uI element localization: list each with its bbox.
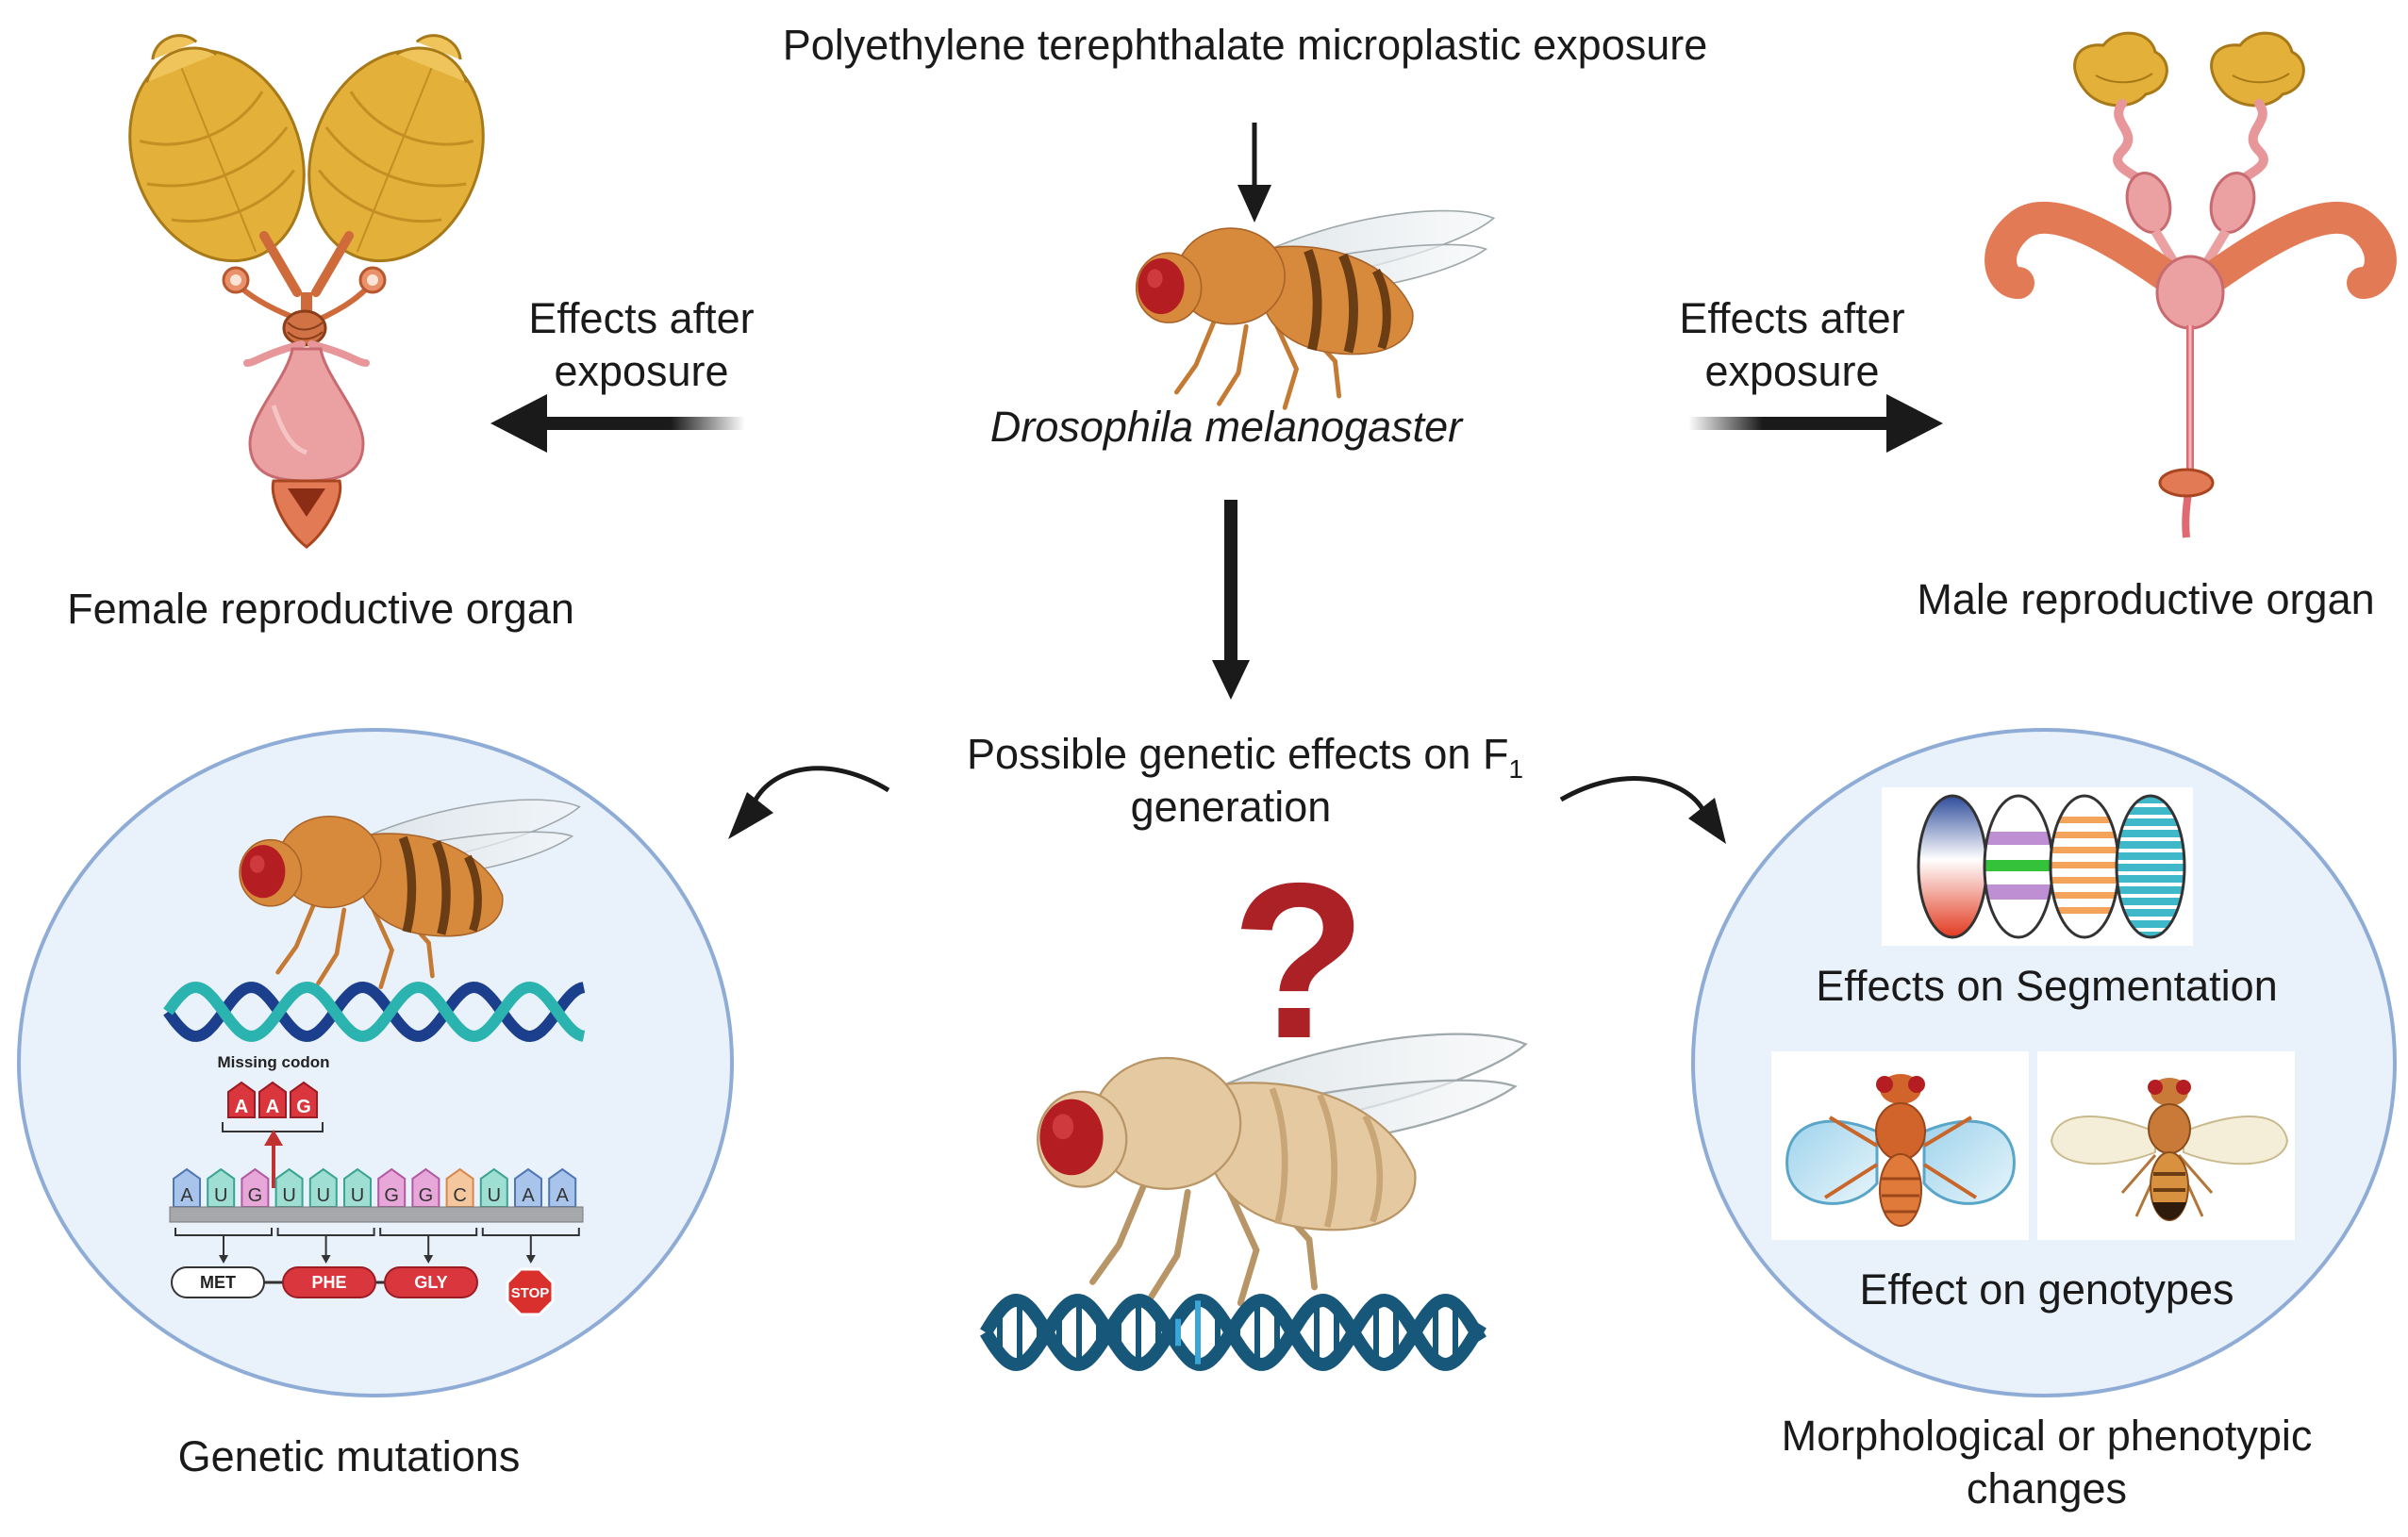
nucleotide-letter: A <box>556 1185 570 1206</box>
wildtype-fly-image <box>2050 1078 2289 1221</box>
dna-helix-mutated <box>980 1293 1486 1372</box>
segmentation-label: Effects on Segmentation <box>1816 962 2278 1010</box>
nucleotide-letter: U <box>488 1185 501 1206</box>
nucleotide-letter: A <box>522 1185 535 1206</box>
question-mark: ? <box>1231 836 1367 1084</box>
arrow-curved-left <box>728 766 890 839</box>
species-name: Drosophila melanogaster <box>989 403 1463 451</box>
female-reproductive-organ-illustration <box>128 34 485 549</box>
stop-label: STOP <box>511 1285 550 1301</box>
amino-acid-pill <box>282 1266 376 1298</box>
segment-stripe <box>2117 860 2184 864</box>
pair-rule-stripe <box>2051 817 2118 823</box>
pair-rule-stripe <box>2051 892 2118 899</box>
segment-stripe <box>2117 905 2184 909</box>
inserted-nucleotide-letter: A <box>235 1097 248 1117</box>
segment-stripe <box>2117 815 2184 818</box>
segment-stripe <box>2117 837 2184 841</box>
protein-chain: MET PHE GLY STOP <box>171 1266 555 1316</box>
nucleotide-letter: U <box>351 1185 364 1206</box>
morphological-label-line2: changes <box>1966 1464 2128 1512</box>
segment-stripe <box>2117 871 2184 875</box>
inserted-nucleotide-letter: A <box>266 1097 279 1117</box>
pair-rule-stripe <box>2051 907 2118 914</box>
segment-stripe <box>2117 883 2184 886</box>
nucleotide-letter: G <box>384 1185 399 1206</box>
amino-acid-label: PHE <box>311 1273 346 1292</box>
segment-stripe <box>2117 803 2184 807</box>
left-arrow-label-line1: Effects after <box>528 294 755 342</box>
nucleotide-letter: U <box>214 1185 227 1206</box>
segment-stripe <box>2117 928 2184 932</box>
segment-stripe <box>2117 849 2184 852</box>
pair-rule-stripe <box>2051 832 2118 838</box>
missing-codon-caption: Missing codon <box>218 1053 330 1071</box>
embryo-gradient <box>1917 794 1988 939</box>
morphological-label-line1: Morphological or phenotypic <box>1781 1412 2313 1460</box>
nucleotide-letter: U <box>282 1185 295 1206</box>
pair-rule-stripe <box>2051 877 2118 884</box>
dna-helix-blue-teal <box>163 981 586 1043</box>
codon-brackets <box>174 1228 580 1264</box>
f1-subscript: 1 <box>1508 754 1524 784</box>
inserted-nucleotide <box>227 1081 256 1118</box>
mutant-fly-image <box>1785 1074 2016 1227</box>
male-organ-label: Male reproductive organ <box>1917 575 2375 623</box>
genotype-label: Effect on genotypes <box>1859 1265 2234 1314</box>
segment-stripe <box>2117 894 2184 898</box>
nucleotide-letter: C <box>453 1185 466 1206</box>
amino-acid-pill <box>171 1266 265 1298</box>
genetic-mutations-label: Genetic mutations <box>177 1432 521 1480</box>
segment-stripe <box>2117 917 2184 920</box>
inserted-nucleotide-letter: G <box>296 1097 311 1117</box>
arrow-right-male <box>1688 394 1943 453</box>
title: Polyethylene terephthalate microplastic … <box>782 21 1708 69</box>
pair-rule-stripe <box>2051 862 2118 868</box>
f1-effects-label-line2: generation <box>1130 783 1332 831</box>
nucleotide-letter: G <box>248 1185 263 1206</box>
amino-acid-label: GLY <box>414 1273 447 1292</box>
nucleotide-letter: G <box>419 1185 434 1206</box>
male-reproductive-organ-illustration <box>1985 31 2397 538</box>
left-arrow-label-line2: exposure <box>554 347 729 395</box>
f1-effects-prefix: Possible genetic effects on F <box>966 730 1509 778</box>
inserted-nucleotide <box>258 1081 287 1118</box>
nucleotide-letter: U <box>317 1185 330 1206</box>
drosophila-fly-pale <box>1038 1034 1525 1303</box>
right-arrow-label-line2: exposure <box>1704 347 1880 395</box>
arrow-center-down <box>1212 500 1250 700</box>
genetic-mutations-circle <box>17 728 734 1397</box>
nucleotide-letter: A <box>180 1185 193 1206</box>
segment-stripe <box>2117 826 2184 830</box>
arrow-left-female <box>490 394 745 453</box>
stop-sign-icon <box>506 1267 555 1316</box>
amino-acid-pill <box>384 1266 478 1298</box>
amino-acid-label: MET <box>200 1273 236 1292</box>
right-arrow-label-line1: Effects after <box>1679 294 1905 342</box>
f1-effects-label-line1: Possible genetic effects on F1 <box>821 728 1669 796</box>
genotype-fly-images <box>1771 1051 2295 1240</box>
embryo-segment-polarity <box>2115 794 2186 939</box>
female-organ-label: Female reproductive organ <box>67 585 574 633</box>
arrow-top-down <box>1237 123 1271 223</box>
inserted-nucleotide <box>290 1081 318 1118</box>
drosophila-fly-top <box>1137 211 1494 408</box>
arrow-curved-right <box>1559 776 1726 844</box>
pair-rule-stripe <box>2051 847 2118 853</box>
segmentation-embryos <box>1882 787 2193 946</box>
